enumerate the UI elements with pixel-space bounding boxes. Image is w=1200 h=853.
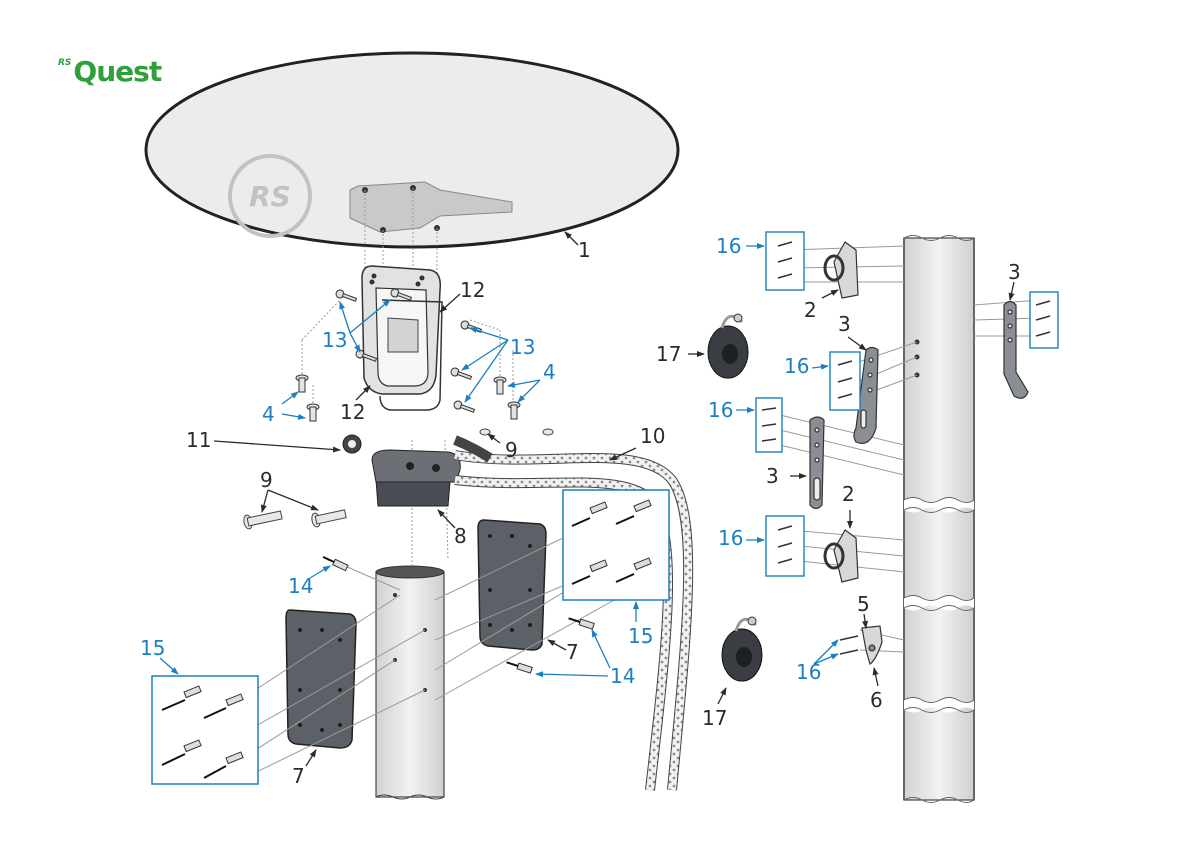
deck-plate: RS [144, 51, 680, 249]
rivet-pins-16 [761, 241, 1051, 564]
callout-9: 9 [260, 468, 273, 492]
callout-1: 1 [578, 238, 591, 262]
callout-10: 10 [640, 424, 666, 448]
mast-heel-block [371, 449, 461, 507]
callout-7: 7 [292, 764, 305, 788]
callout-8: 8 [454, 524, 467, 548]
callout-3: 3 [1008, 260, 1021, 284]
callout-16: 16 [796, 660, 822, 684]
callout-13: 13 [322, 328, 348, 352]
callout-12: 12 [340, 400, 366, 424]
deck-badge-text: RS [249, 180, 291, 213]
rivet-boxes-16 [755, 231, 1059, 577]
callout-15: 15 [140, 636, 166, 660]
eye-straps [823, 241, 859, 583]
callout-17: 17 [656, 342, 682, 366]
callout-6: 6 [870, 688, 883, 712]
leader-lines [159, 231, 1015, 767]
callout-9: 9 [505, 438, 518, 462]
callout-16: 16 [708, 398, 734, 422]
washer [342, 434, 362, 454]
callout-7: 7 [566, 640, 579, 664]
brand-logo: RSQuest [58, 55, 162, 88]
callout-16: 16 [784, 354, 810, 378]
pulley-blocks [707, 313, 763, 682]
pop-rivets [322, 556, 595, 674]
callout-13: 13 [510, 335, 536, 359]
mast-tube [375, 565, 445, 800]
clevis-pins [243, 428, 554, 530]
callout-16: 16 [716, 234, 742, 258]
brand-prefix: RS [58, 58, 72, 68]
callout-15: 15 [628, 624, 654, 648]
callout-16: 16 [718, 526, 744, 550]
hook-fitting [839, 625, 883, 665]
rs-badge-icon [228, 154, 312, 238]
callout-17: 17 [702, 706, 728, 730]
callout-2: 2 [842, 482, 855, 506]
callout-5: 5 [857, 592, 870, 616]
mast-step-bracket [361, 265, 443, 411]
rivet-set-box-left [151, 675, 259, 785]
mast-side-pad-left [285, 609, 357, 749]
slotted-straps [809, 300, 1029, 510]
bolts [295, 374, 521, 422]
callout-4: 4 [262, 402, 275, 426]
mast-section-right [903, 235, 975, 803]
callout-12: 12 [460, 278, 486, 302]
rivet-set-box-right [562, 489, 670, 601]
callout-2: 2 [804, 298, 817, 322]
callout-3: 3 [766, 464, 779, 488]
callout-11: 11 [186, 428, 212, 452]
callout-14: 14 [288, 574, 314, 598]
callout-14: 14 [610, 664, 636, 688]
mast-side-pad-right [477, 519, 547, 651]
brand-name: Quest [73, 55, 162, 88]
callout-4: 4 [543, 360, 556, 384]
callout-3: 3 [838, 312, 851, 336]
